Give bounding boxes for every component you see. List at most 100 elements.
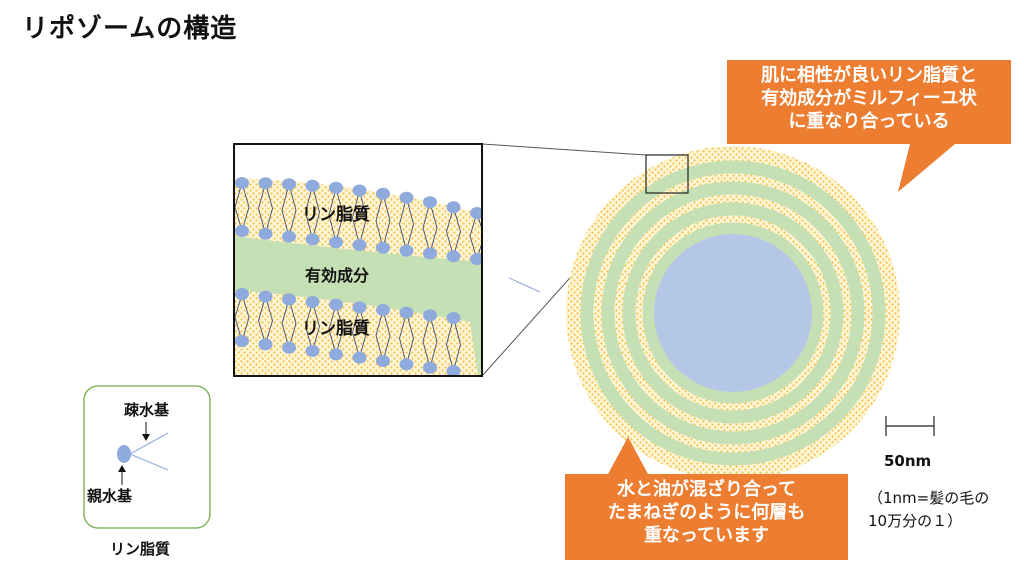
lipid-tail [399,312,414,365]
lipid-head [376,304,390,316]
lipid-head [446,365,461,376]
lipid-tail [446,317,461,372]
lipid-head [352,184,367,197]
lipid-tail [422,315,438,368]
lipid-head [423,247,437,260]
inset-frame [233,143,483,377]
lipid-head [258,177,273,190]
callout-top-line3: に重なり合っている [788,111,950,133]
lipid-tail [328,304,344,355]
lipid-head [423,361,437,374]
callout-top-line1: 肌に相性が良いリン脂質と [761,65,977,86]
lipid-tail [281,299,297,348]
lipid-head [305,179,320,192]
lipid-head [305,345,320,357]
lipid-head [282,341,296,354]
lipid-head [258,227,273,240]
lipid-head [423,309,437,322]
lipid-head [352,239,367,251]
lipid-tail [375,309,391,362]
lipid-head [446,201,461,214]
lipid-tail [281,184,297,237]
lipid-head [329,181,343,194]
callout-top-line2: 有効成分がミルフィーユ状 [761,88,977,110]
lipid-head [446,250,461,263]
legend-title: リン脂質 [110,540,171,558]
scale-note-line1: （1nm=髪の毛の [868,489,990,507]
lipid-head [352,351,367,364]
lipid-head [258,290,273,303]
active-layer-2 [601,181,865,445]
legend-arrow-hydrophilic [118,465,126,485]
upper-bilayer [234,178,482,262]
callout-top: 肌に相性が良いリン脂質と 有効成分がミルフィーユ状 に重なり合っている [727,60,1011,148]
callout-bottom-line3: 重なっています [643,525,770,547]
callout-bottom: 水と油が混ざり合って たまねぎのように何層も 重なっています [565,474,848,564]
lipid-head [305,233,320,246]
water-core [654,234,812,392]
active-layer-3 [622,202,844,424]
legend-hydrophobic-label: 疎水基 [124,401,170,419]
lipid-tail [352,190,367,246]
lipid-tail [469,212,482,260]
liposome [566,146,900,480]
legend-hydrophilic-label: 親水基 [87,487,133,505]
lipid-tail [352,307,367,358]
inset-label-phospholipid-lower: リン脂質 [302,319,370,339]
legend-box [83,385,211,529]
callout-bottom-line1: 水と油が混ざり合って [616,479,797,500]
bilayer-inset [234,144,482,376]
lipid-head [235,177,249,189]
lipid-head [282,178,296,191]
lipid-head [235,288,249,300]
scale-bar [885,416,935,436]
lipid-head [235,225,249,237]
lipid-tail [375,193,391,248]
inset-label-phospholipid-upper: リン脂質 [302,205,370,225]
zoom-box [645,154,689,194]
lipid-tail [305,185,320,240]
lipid-head [329,298,343,311]
active-layer-4 [642,222,824,404]
lipid-head [399,306,414,319]
lipid-head [352,301,367,314]
active-layer-1 [580,160,886,466]
callout-bottom-line2: たまねぎのように何層も [607,502,806,524]
stray-tail-line [508,277,541,293]
lipid-head [423,196,437,209]
lipid-head [399,358,414,371]
inset-label-active-ingredient: 有効成分 [305,266,370,285]
lipid-head [376,241,390,254]
callout-top-shape [727,60,1011,192]
callout-bottom-shape [565,437,848,560]
lipid-head [470,253,482,265]
lipid-tail [305,301,320,352]
page-title: リポゾームの構造 [22,14,238,44]
zoom-connector-top [481,143,647,156]
lipid-head [376,355,390,367]
lipid-tail [258,296,273,345]
lipid-head [399,244,414,257]
lower-bilayer [234,290,478,376]
lipid-head [305,296,320,308]
lipid-head [446,312,461,324]
lipid-tail [399,197,414,251]
scale-note-line2: 10万分の１） [868,512,963,530]
lipid-tail [328,187,344,243]
lipid-tail [258,183,273,234]
lipid-head [399,191,414,204]
lipid-head [329,348,343,361]
phospholipid-molecules [234,177,482,376]
lipid-head [376,187,390,200]
scale-label: 50nm [884,452,932,470]
lipid-head [235,335,249,347]
legend-phospholipid [117,432,169,471]
lipid-tail [422,202,438,254]
legend-head [117,445,131,463]
lipid-head [329,236,343,249]
lipid-tail [446,207,461,257]
lipid-head [282,230,296,243]
lipid-head [282,293,296,306]
lipid-head [470,207,482,219]
